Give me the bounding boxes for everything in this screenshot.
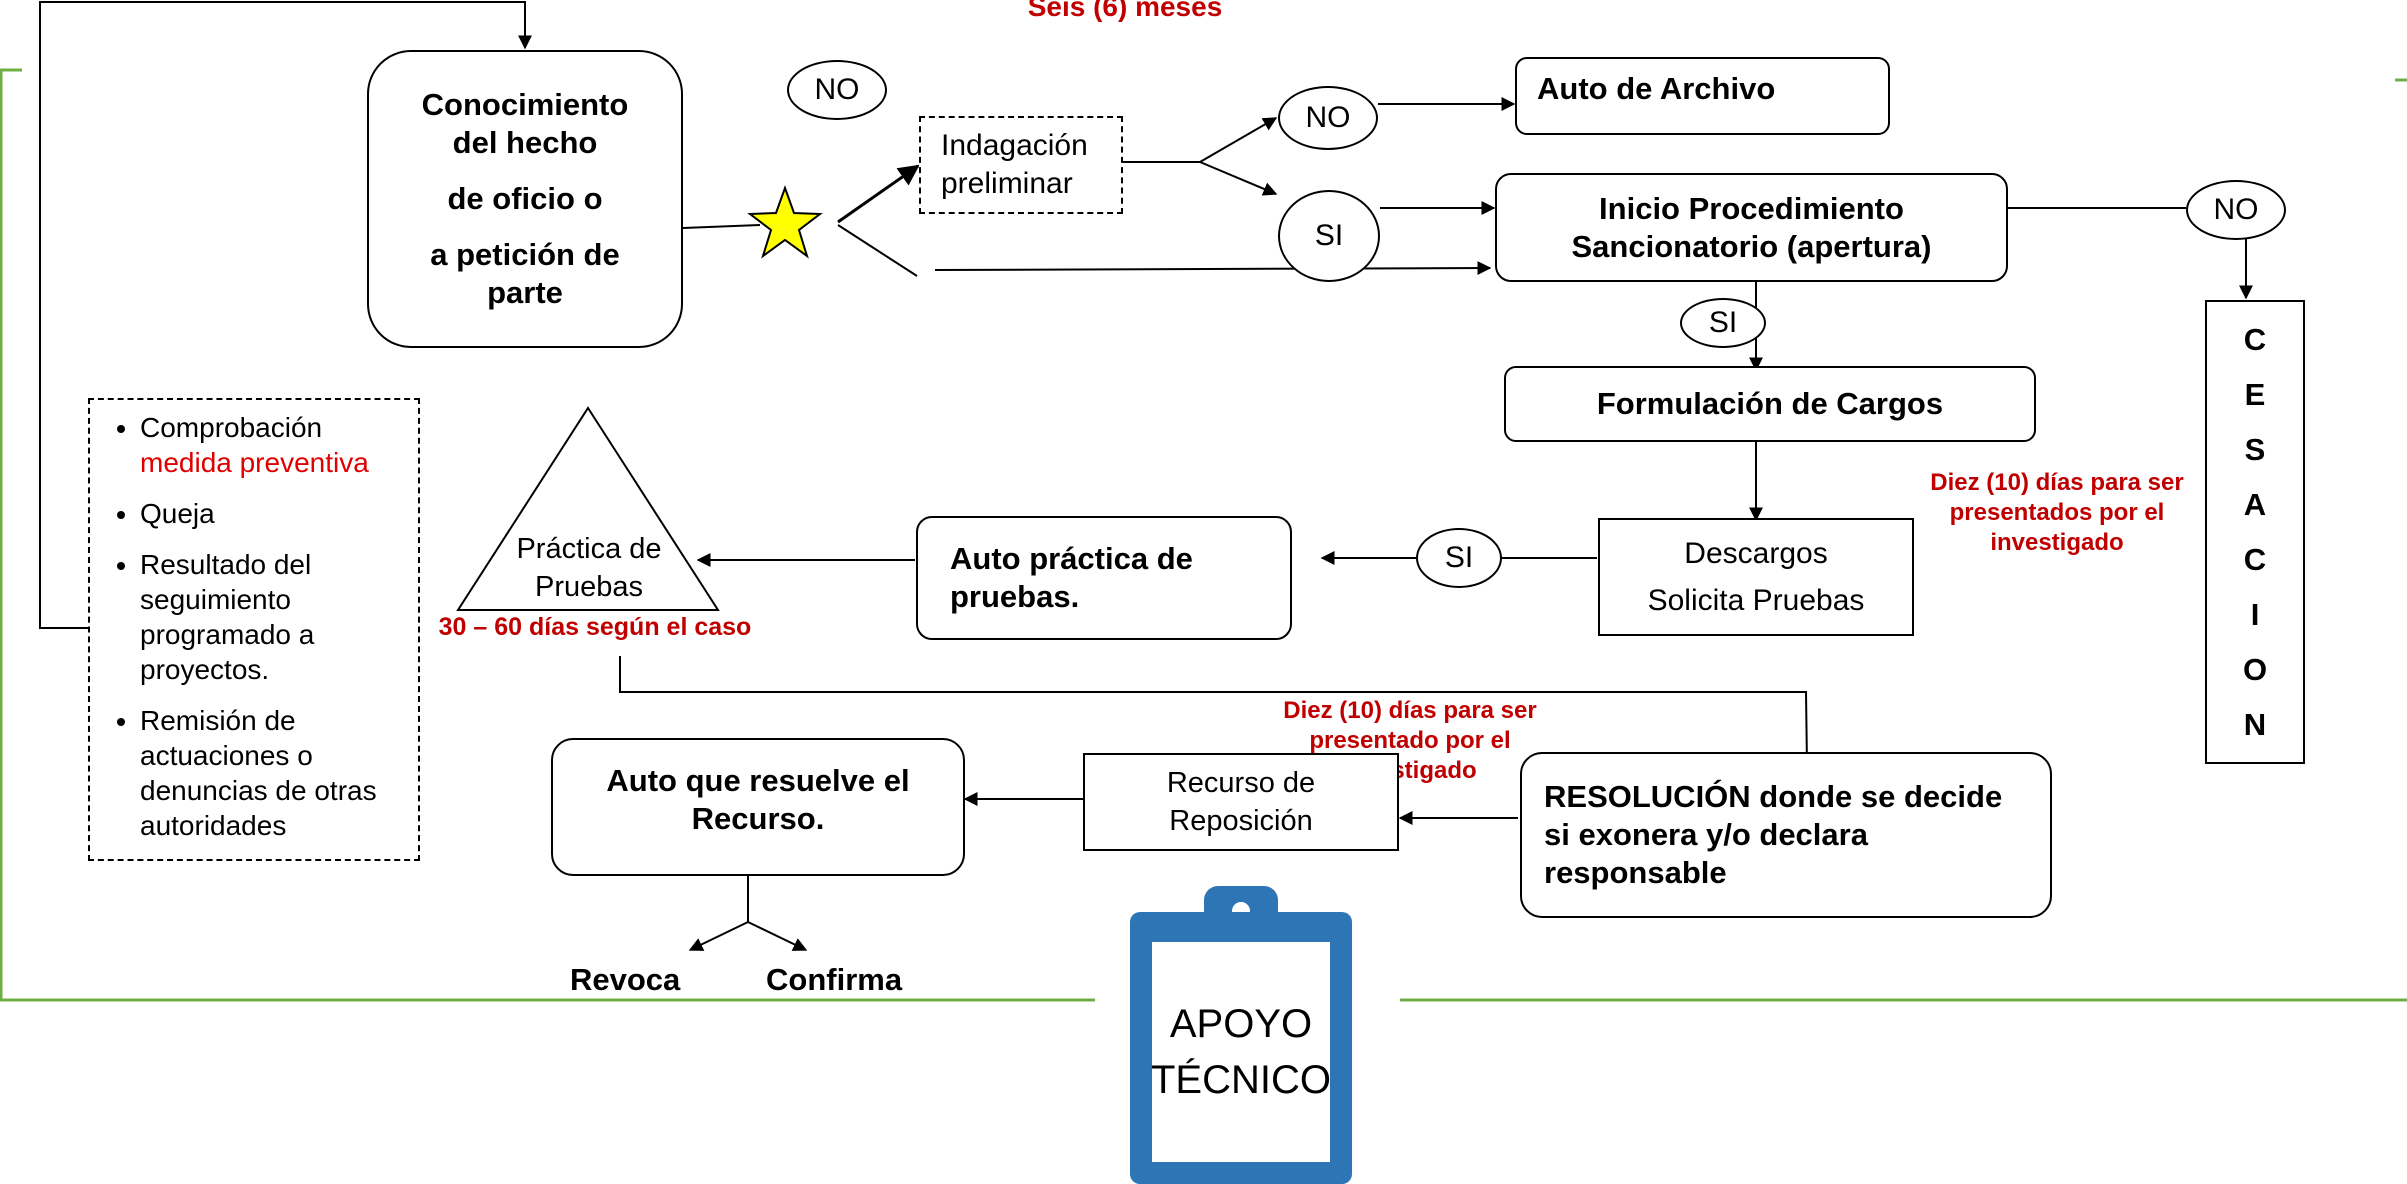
no-oval-cesacion: NO [2186, 180, 2286, 240]
resolucion-box: RESOLUCIÓN donde se decide si exonera y/… [1520, 752, 2052, 918]
auto-resuelve-box: Auto que resuelve el Recurso. [551, 738, 965, 876]
source-item: Resultado del seguimiento programado a p… [140, 547, 408, 687]
diez-dias-descargos-note: Diez (10) días para ser presentados por … [1930, 469, 2184, 556]
dias-practica-note: 30 – 60 días según el caso [438, 613, 752, 641]
star-branch-down [837, 224, 918, 277]
star-to-indagacion [837, 164, 920, 224]
formulacion-label: Formulación de Cargos [1596, 386, 1944, 421]
cesacion-letter: A [2243, 486, 2267, 522]
practica-triangle [456, 406, 720, 611]
source-item: Queja [140, 496, 408, 531]
cesacion-letter: C [2243, 541, 2267, 577]
descargos-line-2: Solicita Pruebas [1647, 583, 1865, 617]
cesacion-letter: C [2243, 321, 2267, 357]
cesacion-letter: N [2243, 706, 2267, 742]
start-line-5: parte [487, 275, 563, 310]
start-box-conocimiento: Conocimiento del hecho de oficio o a pet… [367, 50, 683, 348]
confirma-label: Confirma [766, 962, 903, 997]
source-item-2-text: Queja [140, 498, 215, 529]
cesacion-letter: I [2250, 596, 2260, 632]
formulacion-cargos-box: Formulación de Cargos [1504, 366, 2036, 442]
start-line-4: a petición de [430, 237, 620, 272]
source-item: Comprobación medida preventiva [140, 410, 408, 480]
revoca-label: Revoca [570, 962, 681, 997]
si-oval-pruebas: SI [1416, 528, 1502, 588]
practica-line-1: Práctica de [516, 533, 662, 565]
si-oval-cargos: SI [1680, 298, 1766, 348]
start-to-star [682, 224, 761, 229]
badge-line-2: TÉCNICO [1151, 1058, 1331, 1102]
start-line-2: del hecho [452, 125, 598, 160]
badge-line-1: APOYO [1169, 1002, 1313, 1046]
apoyo-tecnico-clipboard-icon: APOYO TÉCNICO [1130, 886, 1352, 1184]
sources-list: Comprobación medida preventiva Queja Res… [106, 410, 408, 859]
practica-pruebas-label: Práctica de Pruebas [480, 530, 698, 606]
recurso-label: Recurso de Reposición [1166, 767, 1316, 837]
resolucion-label: RESOLUCIÓN donde se decide si exonera y/… [1544, 779, 2003, 890]
start-line-1: Conocimiento [421, 87, 629, 122]
source-item-4-text: Remisión de actuaciones o denuncias de o… [140, 705, 377, 841]
cesacion-letter: S [2244, 431, 2266, 467]
start-line-3: de oficio o [447, 181, 603, 216]
inicio-label: Inicio Procedimiento Sancionatorio (aper… [1571, 190, 1932, 264]
sources-box: Comprobación medida preventiva Queja Res… [88, 398, 420, 861]
source-item-1-text: Comprobación [140, 412, 323, 443]
branch-to-inicio [934, 261, 1492, 276]
auto-practica-box: Auto práctica de pruebas. [916, 516, 1292, 640]
indagacion-label: Indagación preliminar [941, 129, 1088, 200]
indagacion-box: Indagación preliminar [919, 116, 1123, 214]
source-item-3-text: Resultado del seguimiento programado a p… [140, 549, 315, 685]
cesacion-box: C E S A C I O N [2205, 300, 2305, 764]
descargos-line-1: Descargos [1684, 536, 1828, 570]
green-frame [0, 68, 2407, 1002]
si-oval-inicio: SI [1278, 190, 1380, 282]
auto-archivo-label: Auto de Archivo [1537, 71, 1776, 106]
auto-practica-label: Auto práctica de pruebas. [950, 541, 1193, 614]
top-note-seis-meses: Seis (6) meses [1027, 0, 1223, 22]
descargos-box: Descargos Solicita Pruebas [1598, 518, 1914, 636]
no-oval-top: NO [787, 60, 887, 120]
clipboard-paper: APOYO TÉCNICO [1151, 942, 1331, 1162]
cesacion-letter: E [2244, 376, 2266, 412]
no-oval-archivo: NO [1278, 86, 1378, 150]
star-decision-icon [747, 185, 823, 259]
loop-arrow [39, 1, 532, 629]
cesacion-letter: O [2242, 651, 2268, 687]
recurso-box: Recurso de Reposición [1083, 753, 1399, 851]
auto-archivo-box: Auto de Archivo [1515, 57, 1890, 135]
inicio-procedimiento-box: Inicio Procedimiento Sancionatorio (aper… [1495, 173, 2008, 282]
clipboard-board: APOYO TÉCNICO [1130, 912, 1352, 1184]
auto-resuelve-label: Auto que resuelve el Recurso. [606, 763, 910, 836]
source-item: Remisión de actuaciones o denuncias de o… [140, 703, 408, 843]
practica-line-2: Pruebas [534, 571, 643, 603]
source-item-1-highlight: medida preventiva [140, 447, 369, 478]
